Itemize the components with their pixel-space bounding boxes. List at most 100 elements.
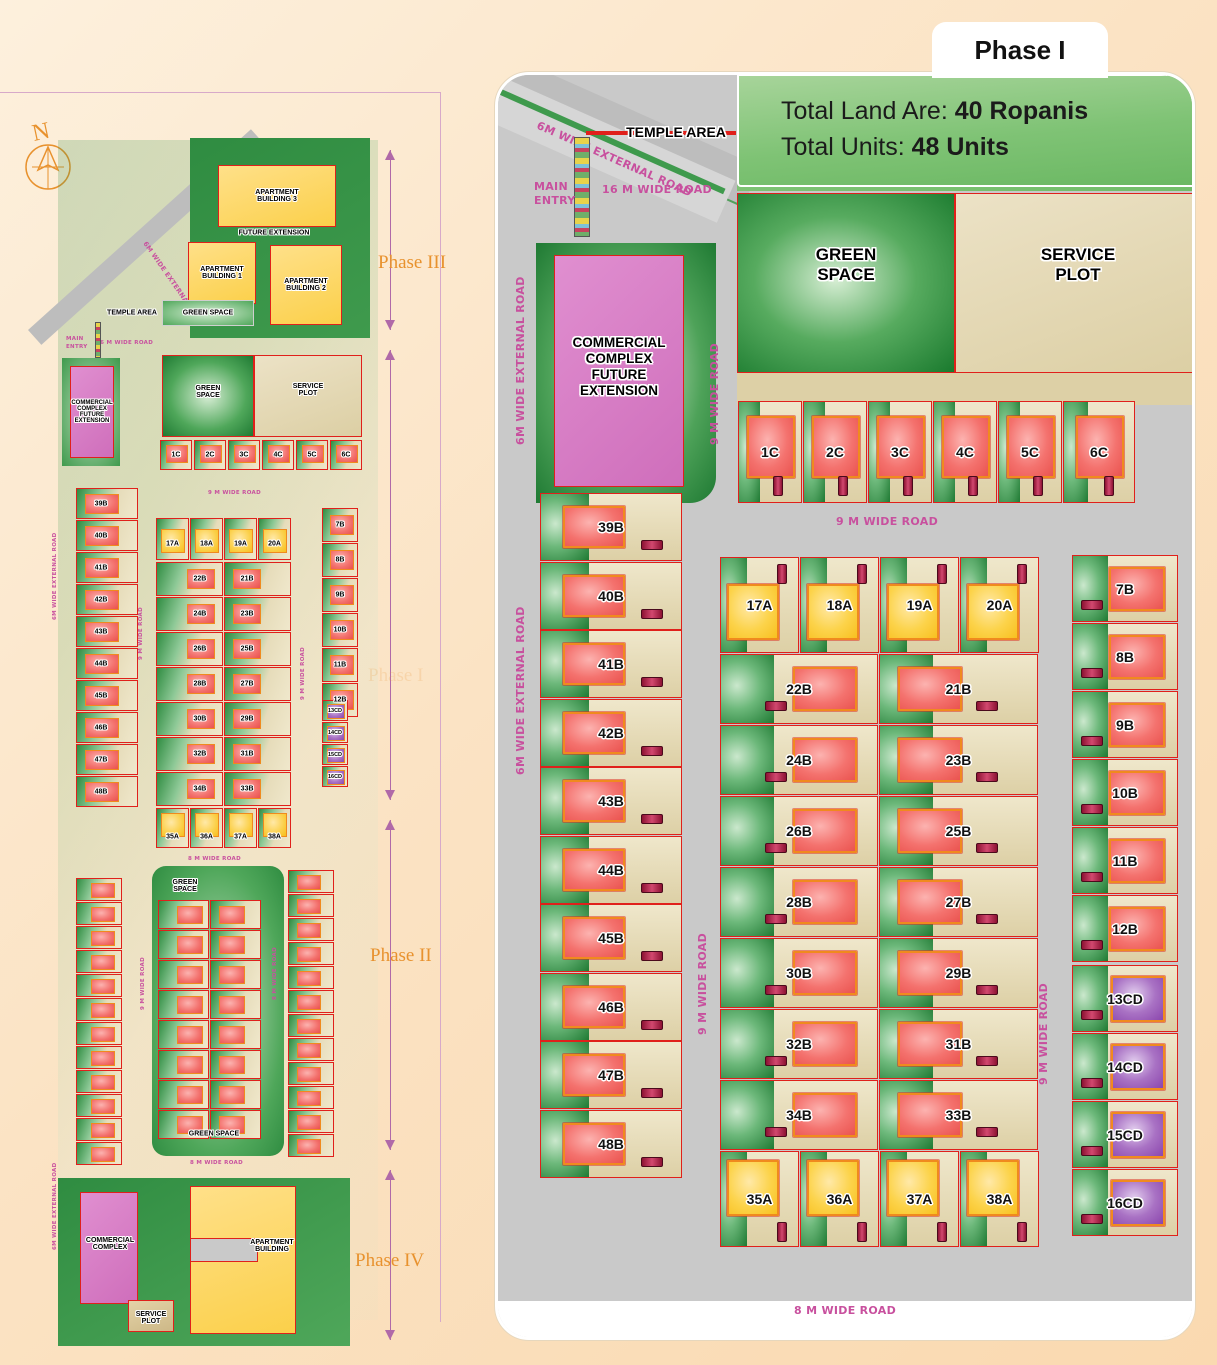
plot-38a[interactable]: 38A xyxy=(960,1151,1039,1247)
overview-plot-phase2-left[interactable] xyxy=(76,974,122,997)
overview-plot-27b[interactable]: 27B xyxy=(224,667,291,701)
plot-2c[interactable]: 2C xyxy=(803,401,867,503)
overview-plot-25b[interactable]: 25B xyxy=(224,632,291,666)
plot-47b[interactable]: 47B xyxy=(540,1041,682,1109)
overview-plot-1c[interactable]: 1C xyxy=(160,440,192,470)
overview-plot-phase2[interactable] xyxy=(158,930,209,959)
plot-37a[interactable]: 37A xyxy=(880,1151,959,1247)
overview-plot-phase2-left[interactable] xyxy=(76,950,122,973)
overview-plot-phase2[interactable] xyxy=(158,1110,209,1139)
overview-plot-phase2-right[interactable] xyxy=(288,942,334,965)
plot-11b[interactable]: 11B xyxy=(1072,827,1178,894)
overview-plot-19a[interactable]: 19A xyxy=(224,518,257,560)
overview-plot-38a[interactable]: 38A xyxy=(258,808,291,848)
plot-29b[interactable]: 29B xyxy=(879,938,1038,1008)
overview-plot-phase2-left[interactable] xyxy=(76,878,122,901)
overview-plot-6c[interactable]: 6C xyxy=(330,440,362,470)
plot-18a[interactable]: 18A xyxy=(800,557,879,653)
plot-36a[interactable]: 36A xyxy=(800,1151,879,1247)
plot-41b[interactable]: 41B xyxy=(540,630,682,698)
plot-1c[interactable]: 1C xyxy=(738,401,802,503)
overview-plot-45b[interactable]: 45B xyxy=(76,680,138,711)
overview-plot-5c[interactable]: 5C xyxy=(296,440,328,470)
overview-plot-32b[interactable]: 32B xyxy=(156,737,223,771)
overview-plot-9b[interactable]: 9B xyxy=(322,578,358,612)
overview-plot-33b[interactable]: 33B xyxy=(224,772,291,806)
overview-plot-37a[interactable]: 37A xyxy=(224,808,257,848)
overview-plot-15cd[interactable]: 15CD xyxy=(322,744,348,765)
plot-15cd[interactable]: 15CD xyxy=(1072,1101,1178,1168)
overview-plot-41b[interactable]: 41B xyxy=(76,552,138,583)
plot-24b[interactable]: 24B xyxy=(720,725,878,795)
plot-22b[interactable]: 22B xyxy=(720,654,878,724)
overview-commercial-future-block[interactable] xyxy=(70,366,114,458)
overview-plot-22b[interactable]: 22B xyxy=(156,562,223,596)
plot-21b[interactable]: 21B xyxy=(879,654,1038,724)
plot-17a[interactable]: 17A xyxy=(720,557,799,653)
plot-43b[interactable]: 43B xyxy=(540,767,682,835)
commercial-complex-block[interactable] xyxy=(554,255,684,487)
overview-plot-29b[interactable]: 29B xyxy=(224,702,291,736)
overview-plot-phase2-left[interactable] xyxy=(76,1142,122,1165)
plot-16cd[interactable]: 16CD xyxy=(1072,1169,1178,1236)
overview-plot-phase2[interactable] xyxy=(210,990,261,1019)
plot-45b[interactable]: 45B xyxy=(540,904,682,972)
overview-plot-phase2-right[interactable] xyxy=(288,966,334,989)
plot-27b[interactable]: 27B xyxy=(879,867,1038,937)
overview-plot-phase2-left[interactable] xyxy=(76,1070,122,1093)
plot-5c[interactable]: 5C xyxy=(998,401,1062,503)
overview-plot-36a[interactable]: 36A xyxy=(190,808,223,848)
overview-plot-phase2[interactable] xyxy=(158,990,209,1019)
overview-plot-40b[interactable]: 40B xyxy=(76,520,138,551)
plot-34b[interactable]: 34B xyxy=(720,1080,878,1150)
plot-7b[interactable]: 7B xyxy=(1072,555,1178,622)
plot-46b[interactable]: 46B xyxy=(540,972,682,1041)
phase-tab[interactable]: Phase I xyxy=(932,22,1108,78)
plot-33b[interactable]: 33B xyxy=(879,1080,1038,1150)
plot-28b[interactable]: 28B xyxy=(720,867,878,937)
overview-plot-phase2-right[interactable] xyxy=(288,870,334,893)
overview-plot-phase2-right[interactable] xyxy=(288,990,334,1013)
plot-30b[interactable]: 30B xyxy=(720,938,878,1008)
overview-plot-34b[interactable]: 34B xyxy=(156,772,223,806)
overview-plot-phase2[interactable] xyxy=(158,1020,209,1049)
plot-39b[interactable]: 39B xyxy=(540,493,682,561)
overview-plot-phase2[interactable] xyxy=(210,1020,261,1049)
commercial-complex-block-p4[interactable] xyxy=(80,1192,138,1304)
plot-35a[interactable]: 35A xyxy=(720,1151,799,1247)
overview-plot-23b[interactable]: 23B xyxy=(224,597,291,631)
overview-plot-phase2-right[interactable] xyxy=(288,1038,334,1061)
overview-plot-7b[interactable]: 7B xyxy=(322,508,358,542)
plot-8b[interactable]: 8B xyxy=(1072,623,1178,690)
overview-plot-8b[interactable]: 8B xyxy=(322,543,358,577)
plot-20a[interactable]: 20A xyxy=(960,557,1039,653)
overview-plot-phase2-right[interactable] xyxy=(288,894,334,917)
plot-13cd[interactable]: 13CD xyxy=(1072,965,1178,1032)
plot-32b[interactable]: 32B xyxy=(720,1009,878,1079)
overview-plot-2c[interactable]: 2C xyxy=(194,440,226,470)
overview-plot-phase2[interactable] xyxy=(210,1110,261,1139)
overview-plot-35a[interactable]: 35A xyxy=(156,808,189,848)
apartment-building-3-block[interactable] xyxy=(218,165,336,227)
plot-6c[interactable]: 6C xyxy=(1063,401,1135,503)
plot-4c[interactable]: 4C xyxy=(933,401,997,503)
overview-plot-10b[interactable]: 10B xyxy=(322,613,358,647)
apartment-building-2-block[interactable] xyxy=(270,245,342,325)
overview-plot-phase2-left[interactable] xyxy=(76,1046,122,1069)
overview-plot-17a[interactable]: 17A xyxy=(156,518,189,560)
plot-26b[interactable]: 26B xyxy=(720,796,878,866)
overview-plot-30b[interactable]: 30B xyxy=(156,702,223,736)
overview-plot-16cd[interactable]: 16CD xyxy=(322,766,348,787)
overview-plot-48b[interactable]: 48B xyxy=(76,776,138,807)
plot-14cd[interactable]: 14CD xyxy=(1072,1033,1178,1100)
overview-plot-24b[interactable]: 24B xyxy=(156,597,223,631)
overview-plot-phase2[interactable] xyxy=(210,930,261,959)
overview-plot-3c[interactable]: 3C xyxy=(228,440,260,470)
overview-plot-phase2-right[interactable] xyxy=(288,1014,334,1037)
overview-plot-47b[interactable]: 47B xyxy=(76,744,138,775)
overview-plot-phase2-left[interactable] xyxy=(76,1118,122,1141)
overview-plot-20a[interactable]: 20A xyxy=(258,518,291,560)
plot-31b[interactable]: 31B xyxy=(879,1009,1038,1079)
